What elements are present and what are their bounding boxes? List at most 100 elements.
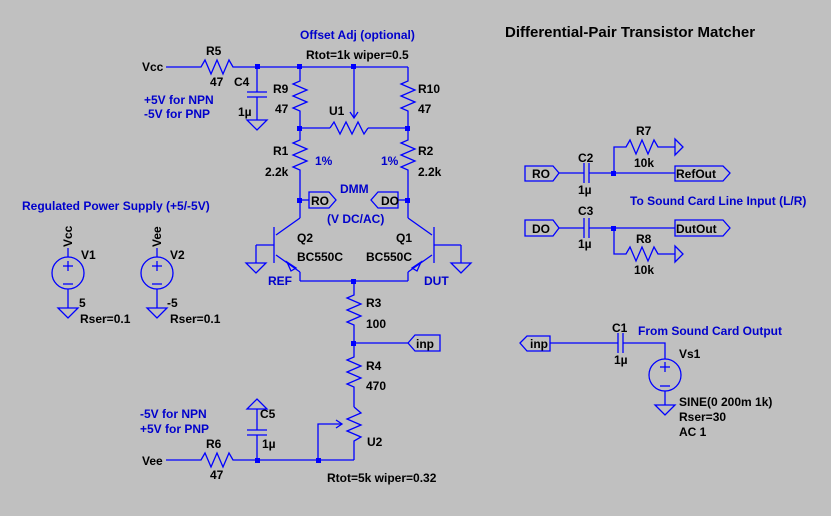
junction	[297, 64, 302, 69]
value-v2: -5	[167, 296, 178, 310]
svg-text:DO: DO	[381, 194, 399, 208]
potentiometer-u1[interactable]	[300, 67, 408, 136]
note-pnp-neg: -5V for PNP	[144, 107, 210, 121]
label-r5: R5	[206, 44, 222, 58]
value-r3: 100	[366, 317, 386, 331]
resistor-r10[interactable]	[399, 67, 417, 128]
net-flag-inp-center[interactable]: inp	[354, 334, 441, 352]
value-c2: 1µ	[578, 183, 592, 197]
value-c5: 1µ	[262, 437, 276, 451]
net-label-vee: Vee	[142, 454, 163, 468]
value-c3: 1µ	[578, 237, 592, 251]
resistor-r8[interactable]	[613, 228, 684, 264]
net-flag-refout[interactable]: RefOut	[674, 165, 731, 182]
label-c5: C5	[260, 407, 276, 421]
value-vs1: SINE(0 200m 1k)	[679, 395, 772, 409]
value-c4: 1µ	[238, 105, 252, 119]
label-r3: R3	[366, 296, 382, 310]
label-c2: C2	[578, 151, 594, 165]
net-flag-ro-dmm[interactable]: RO	[300, 191, 337, 209]
label-v2: V2	[170, 248, 185, 262]
svg-text:inp: inp	[530, 337, 548, 351]
transistor-q1[interactable]	[407, 200, 473, 281]
junction	[316, 458, 321, 463]
label-r9: R9	[273, 82, 289, 96]
value-u2: Rtot=5k wiper=0.32	[327, 471, 437, 485]
value-r1: 2.2k	[265, 165, 289, 179]
net-label-v2-vee: Vee	[150, 226, 164, 247]
note-power-supply: Regulated Power Supply (+5/-5V)	[22, 199, 210, 213]
net-flag-ro-input[interactable]: RO	[524, 165, 560, 182]
note-offset-adj: Offset Adj (optional)	[300, 28, 415, 42]
net-flag-inp-source[interactable]: inp	[519, 335, 551, 352]
capacitor-c2[interactable]	[583, 163, 590, 183]
note-dmm-mode: (V DC/AC)	[327, 212, 384, 226]
resistor-r2[interactable]	[399, 128, 417, 200]
svg-text:RO: RO	[532, 167, 550, 181]
ac-vs1: AC 1	[679, 425, 707, 439]
label-r6: R6	[206, 437, 222, 451]
value-r4: 470	[366, 379, 386, 393]
resistor-r6[interactable]	[196, 451, 236, 469]
rser-v2: Rser=0.1	[170, 312, 221, 326]
voltage-source-v2[interactable]	[140, 248, 174, 319]
resistor-r1[interactable]	[291, 128, 309, 200]
svg-text:RO: RO	[311, 194, 329, 208]
voltage-source-v1[interactable]	[51, 248, 85, 319]
label-u1: U1	[329, 104, 345, 118]
capacitor-c5[interactable]	[245, 398, 269, 460]
note-sound-card-input: To Sound Card Line Input (L/R)	[630, 194, 806, 208]
net-flag-do-input[interactable]: DO	[524, 219, 560, 237]
resistor-r4[interactable]	[345, 343, 363, 407]
note-r2-tolerance: 1%	[381, 154, 399, 168]
label-q2: Q2	[297, 231, 313, 245]
resistor-r7[interactable]	[613, 137, 684, 173]
net-label-vcc: Vcc	[142, 60, 164, 74]
label-c3: C3	[578, 204, 594, 218]
capacitor-c1[interactable]	[617, 333, 624, 353]
label-q1: Q1	[396, 231, 412, 245]
capacitor-c3[interactable]	[583, 218, 590, 238]
rser-vs1: Rser=30	[679, 410, 726, 424]
note-npn-pos: +5V for NPN	[144, 93, 214, 107]
label-r4: R4	[366, 359, 382, 373]
note-ref: REF	[268, 274, 292, 288]
junction	[255, 64, 260, 69]
label-u2: U2	[367, 435, 383, 449]
label-r8: R8	[636, 232, 652, 246]
capacitor-c4[interactable]	[245, 67, 269, 131]
resistor-r5[interactable]	[196, 58, 236, 76]
junction	[351, 64, 356, 69]
value-q2: BC550C	[297, 250, 343, 264]
transistor-q2[interactable]	[244, 200, 301, 281]
label-c1: C1	[612, 321, 628, 335]
svg-text:DutOut: DutOut	[676, 222, 717, 236]
svg-text:inp: inp	[416, 337, 434, 351]
resistor-r9[interactable]	[291, 67, 309, 128]
svg-text:RefOut: RefOut	[676, 167, 716, 181]
value-r7: 10k	[634, 156, 654, 170]
value-c1: 1µ	[614, 353, 628, 367]
rser-v1: Rser=0.1	[80, 312, 131, 326]
label-v1: V1	[81, 248, 96, 262]
voltage-source-vs1[interactable]	[623, 342, 682, 416]
value-r10: 47	[418, 102, 432, 116]
resistor-r3[interactable]	[345, 281, 363, 343]
label-r7: R7	[636, 124, 652, 138]
note-npn-neg: -5V for NPN	[140, 407, 207, 421]
label-r10: R10	[418, 82, 440, 96]
potentiometer-u2[interactable]	[317, 406, 363, 460]
value-r2: 2.2k	[418, 165, 442, 179]
net-flag-do-dmm[interactable]: DO	[370, 191, 408, 209]
value-r5: 47	[210, 75, 224, 89]
net-flag-dutout[interactable]: DutOut	[674, 219, 731, 237]
schematic-title: Differential-Pair Transistor Matcher	[505, 24, 755, 41]
note-dmm: DMM	[340, 182, 369, 196]
value-v1: 5	[79, 296, 86, 310]
note-dut: DUT	[424, 274, 449, 288]
value-q1: BC550C	[366, 250, 412, 264]
junction	[255, 458, 260, 463]
svg-text:DO: DO	[532, 222, 550, 236]
value-r6: 47	[210, 468, 224, 482]
